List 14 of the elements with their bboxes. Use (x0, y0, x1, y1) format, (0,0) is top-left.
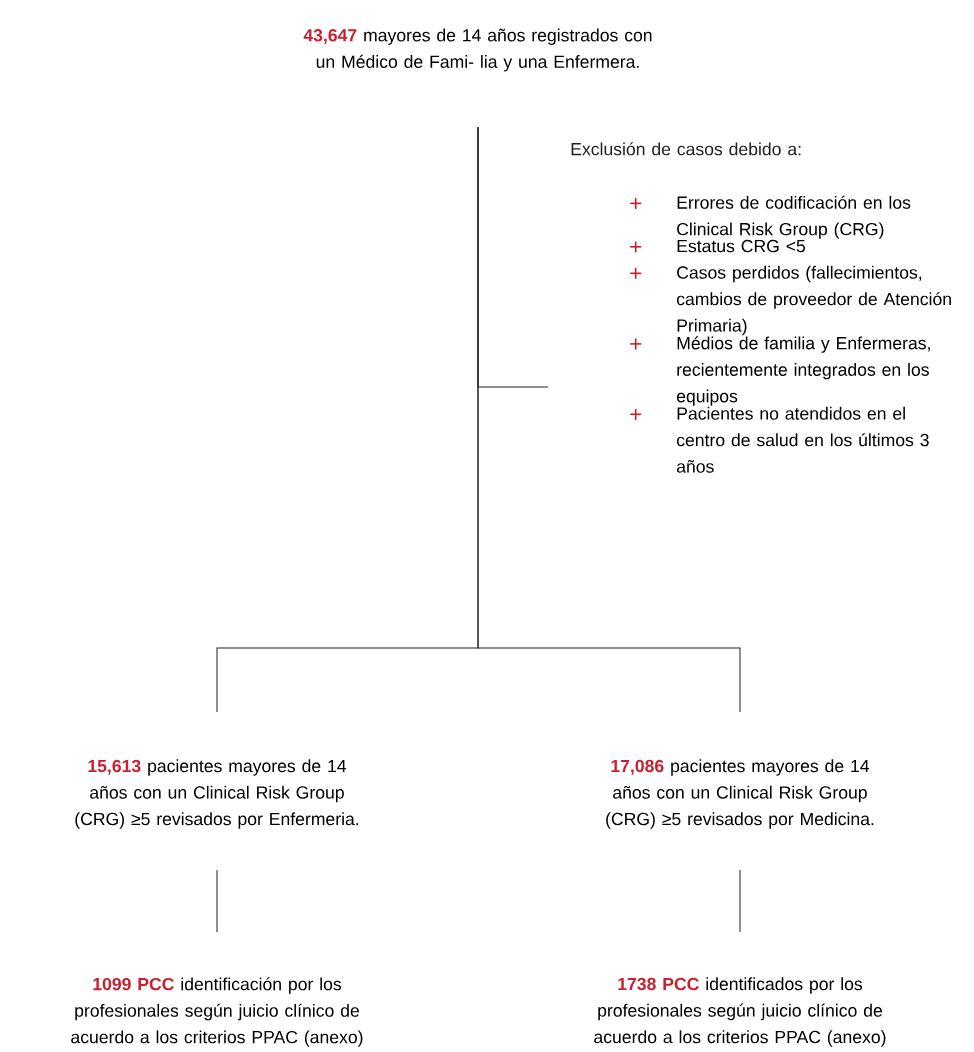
result-text: 1738 PCC identificados por los profesionales según juicio clínico de acuerdo a los criterios PPAC (anexo) (594, 977, 886, 1047)
connector-line (739, 869, 741, 933)
connector-line (477, 126, 741, 713)
list-item: Pacientes no atendidos en el centro de salud en los últimos 3 años (676, 406, 929, 473)
list-item: Casos perdidos (fallecimientos, cambios de proveedor de Atención Primaria) (676, 265, 951, 336)
group-text: 15,613 pacientes mayores de 14 años con un Clinical Risk Group (CRG) ≥5 revisados por Enfermeria. (75, 759, 359, 829)
connector-line (216, 869, 218, 933)
list-item: Médios de familia y Enfermeras, recientemente integrados en los equipos (676, 336, 930, 406)
heading-text: Exclusión de casos debido a: (571, 142, 801, 156)
group-text: 17,086 pacientes mayores de 14 años con un Clinical Risk Group (CRG) ≥5 revisados por Medicina. (606, 759, 874, 829)
result-text: 1099 PCC identificación por los profesionales según juicio clínico de acuerdo a los criterios PPAC (anexo) (71, 977, 363, 1047)
list-item: Estatus CRG <5 (677, 239, 806, 253)
population-text: 43,647 mayores de 14 años registrados con un Médico de Fami- lia y una Enfermera. (303, 28, 652, 72)
list-item: Errores de codificación en los Clinical Risk Group (CRG) (677, 195, 911, 239)
